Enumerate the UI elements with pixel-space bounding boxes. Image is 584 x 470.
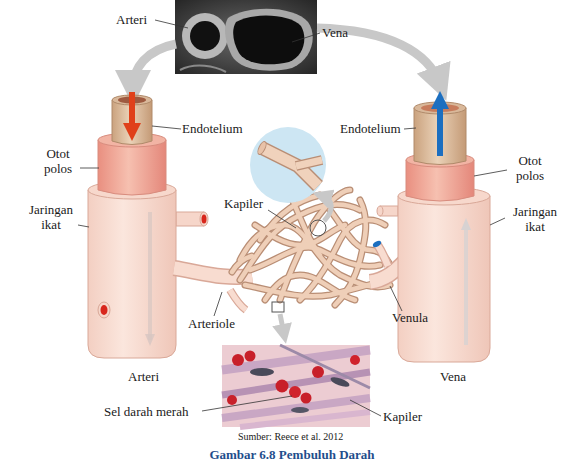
capillary-micrograph: [227, 395, 237, 405]
part-label: Venula: [392, 310, 428, 325]
artery-drawing: [98, 140, 166, 195]
cross-section-photo: [190, 21, 220, 51]
capillary-zoom: [250, 127, 331, 334]
capillary-zoom: [296, 160, 322, 166]
part-label: Vena: [440, 369, 466, 384]
part-label: Jaringan ikat: [506, 204, 564, 234]
venula-tube: [372, 240, 382, 249]
capillary-zoom: [272, 302, 284, 312]
capillary-zoom: [322, 196, 331, 221]
venula-tube: [377, 244, 388, 266]
capillary-zoom: [280, 314, 284, 334]
capillary-micrograph: [291, 407, 309, 413]
capillary-micrograph: [250, 368, 274, 376]
cross-section-photo: [175, 0, 317, 74]
part-label: Kapiler: [383, 409, 422, 424]
capillary-zoom: [250, 127, 326, 203]
capillary-micrograph: [232, 354, 244, 366]
leader-line: [350, 400, 381, 416]
leader-line: [155, 20, 188, 28]
leader-line: [268, 210, 296, 228]
vein-drawing: [377, 206, 383, 216]
part-label: Jaringan ikat: [22, 202, 80, 232]
cross-section-photo: [180, 66, 226, 72]
vein-drawing: [398, 196, 490, 362]
capillary-micrograph: [350, 355, 360, 365]
capillary-micrograph: [240, 412, 370, 427]
part-label: Arteri: [128, 369, 159, 384]
cross-section-photo: [175, 0, 317, 74]
capillary-micrograph: [312, 366, 324, 378]
artery-drawing: [202, 215, 207, 224]
leader-line: [292, 33, 320, 42]
capillary-zoom: [296, 160, 322, 166]
leader-line: [152, 126, 181, 129]
capillary-micrograph: [222, 345, 370, 427]
part-label: Sumber: Reece et al. 2012: [238, 431, 343, 443]
leader-line: [490, 218, 505, 225]
capillary-micrograph: [245, 351, 256, 362]
cross-section-photo: [182, 13, 228, 59]
leader-line: [474, 170, 507, 176]
part-label: Endotelium: [340, 121, 401, 136]
arteriole-tube: [230, 290, 246, 310]
capillary-micrograph: [280, 345, 370, 388]
leader-line: [214, 292, 222, 316]
flow-arrow: [133, 28, 440, 88]
artery-drawing: [200, 212, 208, 226]
vein-drawing: [377, 100, 490, 362]
vein-drawing: [464, 226, 468, 345]
cross-section-photo: [233, 16, 304, 65]
part-label: Arteri: [116, 12, 147, 27]
part-label: Otot polos: [508, 153, 552, 183]
leader-line: [80, 168, 99, 169]
capillary-micrograph: [329, 375, 350, 388]
leader-line: [78, 225, 89, 227]
leader-line: [404, 128, 416, 129]
part-label: Kapiler: [224, 196, 263, 211]
part-label: Vena: [322, 25, 348, 40]
figure-caption: Gambar 6.8 Pembuluh Darah: [0, 447, 584, 463]
artery-drawing: [101, 305, 108, 315]
artery-drawing: [88, 190, 176, 358]
arteriole-tube: [230, 290, 246, 310]
artery-drawing: [145, 334, 155, 346]
leader-line: [202, 396, 292, 411]
vein-drawing: [437, 100, 443, 156]
part-label: Endotelium: [182, 121, 243, 136]
capillary-zoom: [256, 140, 268, 155]
venula-tube: [377, 244, 388, 266]
flow-arrow: [133, 44, 176, 88]
part-label: Sel darah merah: [104, 404, 188, 419]
artery-drawing: [148, 212, 152, 340]
capillary-zoom: [310, 220, 326, 236]
capillary-micrograph: [301, 393, 312, 404]
capillary-micrograph: [276, 380, 289, 393]
capillary-micrograph: [222, 345, 370, 427]
artery-drawing: [129, 92, 135, 132]
leader-line: [78, 20, 507, 416]
vein-drawing: [461, 218, 471, 230]
part-label: Arteriole: [188, 316, 235, 331]
leader-line: [390, 286, 402, 311]
artery-drawing: [98, 302, 110, 318]
part-label: Otot polos: [36, 146, 80, 176]
